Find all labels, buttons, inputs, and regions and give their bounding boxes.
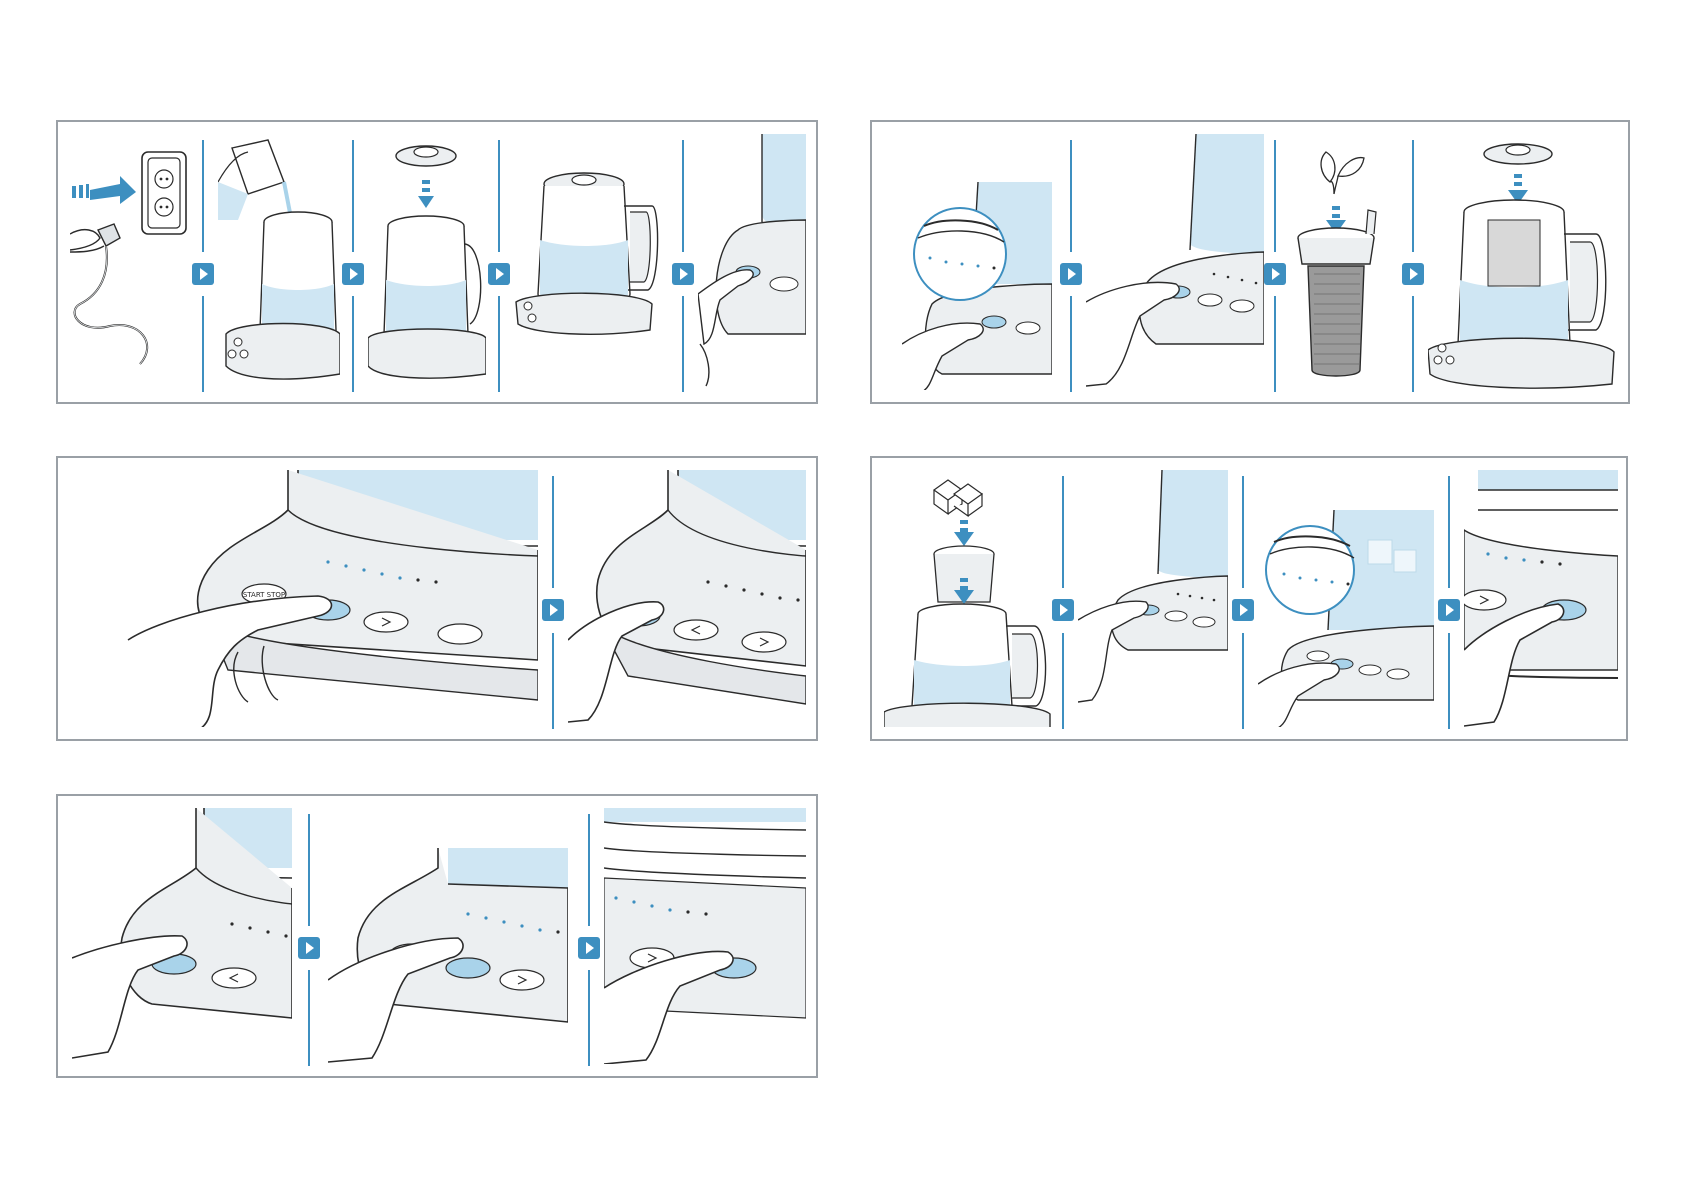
- finger-press-icon: [1464, 470, 1618, 727]
- finger-press-icon: [1086, 134, 1264, 390]
- panel-select-program: START STOP: [56, 456, 818, 741]
- finger-press-icon: [604, 808, 806, 1064]
- step-separator: [1232, 476, 1254, 729]
- step-arrow-icon: [578, 937, 600, 959]
- step-separator: [342, 140, 364, 392]
- step-press-zoom: [1258, 470, 1434, 727]
- plug-icon: [70, 134, 190, 390]
- step-separator: [1438, 476, 1460, 729]
- tea-basket-icon: [1290, 134, 1390, 390]
- step-press-warm: START STOP: [328, 808, 568, 1064]
- step-separator: [192, 140, 214, 392]
- finger-press-icon: START STOP: [88, 470, 538, 727]
- step-press-start: [72, 808, 292, 1064]
- step-kettle-on-base: [514, 134, 664, 390]
- finger-press-icon: [72, 808, 292, 1064]
- step-press-button: [1086, 134, 1264, 390]
- step-arrow-icon: [342, 263, 364, 285]
- step-press-start: START STOP: [88, 470, 538, 727]
- step-separator: [1264, 140, 1286, 392]
- step-insert-leaves: [1290, 134, 1390, 390]
- finger-press-icon: [568, 470, 806, 727]
- step-separator: [578, 814, 600, 1066]
- panel-fill-and-place: [56, 120, 818, 404]
- ice-cube-icon: [884, 470, 1054, 727]
- finger-press-icon: START STOP: [328, 808, 568, 1064]
- step-separator: [1060, 140, 1082, 392]
- step-separator: [542, 476, 564, 729]
- step-arrow-icon: [542, 599, 564, 621]
- step-press-button: [1078, 470, 1228, 727]
- step-lid-on-basket: [1428, 134, 1618, 390]
- step-arrow-icon: [1264, 263, 1286, 285]
- step-arrow-icon: [1052, 599, 1074, 621]
- finger-press-icon: [1078, 470, 1228, 727]
- step-press-select: [604, 808, 806, 1064]
- lid-icon: [368, 134, 486, 390]
- step-press-start: [1464, 470, 1618, 727]
- step-put-lid: [368, 134, 486, 390]
- step-insert-ice: [884, 470, 1054, 727]
- step-arrow-icon: [1232, 599, 1254, 621]
- tea-leaf-icon: [1321, 152, 1364, 194]
- finger-press-icon: [902, 134, 1052, 390]
- panel-ice-basket: [870, 456, 1628, 741]
- step-separator: [1402, 140, 1424, 392]
- step-press-button: [698, 134, 806, 390]
- step-arrow-icon: [298, 937, 320, 959]
- step-separator: [672, 140, 694, 392]
- step-separator: [1052, 476, 1074, 729]
- step-arrow-icon: [192, 263, 214, 285]
- step-arrow-icon: [488, 263, 510, 285]
- panel-keep-warm: START STOP: [56, 794, 818, 1078]
- step-press-zoom: [902, 134, 1052, 390]
- panel-tea-basket: [870, 120, 1630, 404]
- step-arrow-icon: [1060, 263, 1082, 285]
- kettle-icon: [1428, 134, 1618, 390]
- kettle-icon: [514, 134, 664, 390]
- jug-icon: [218, 134, 340, 390]
- step-separator: [298, 814, 320, 1066]
- step-fill-water: [218, 134, 340, 390]
- step-arrow-icon: [672, 263, 694, 285]
- step-press-select: [568, 470, 806, 727]
- finger-press-icon: [1258, 470, 1434, 727]
- step-plug-in: [70, 134, 190, 390]
- step-separator: [488, 140, 510, 392]
- step-arrow-icon: [1438, 599, 1460, 621]
- finger-press-icon: [698, 134, 806, 390]
- step-arrow-icon: [1402, 263, 1424, 285]
